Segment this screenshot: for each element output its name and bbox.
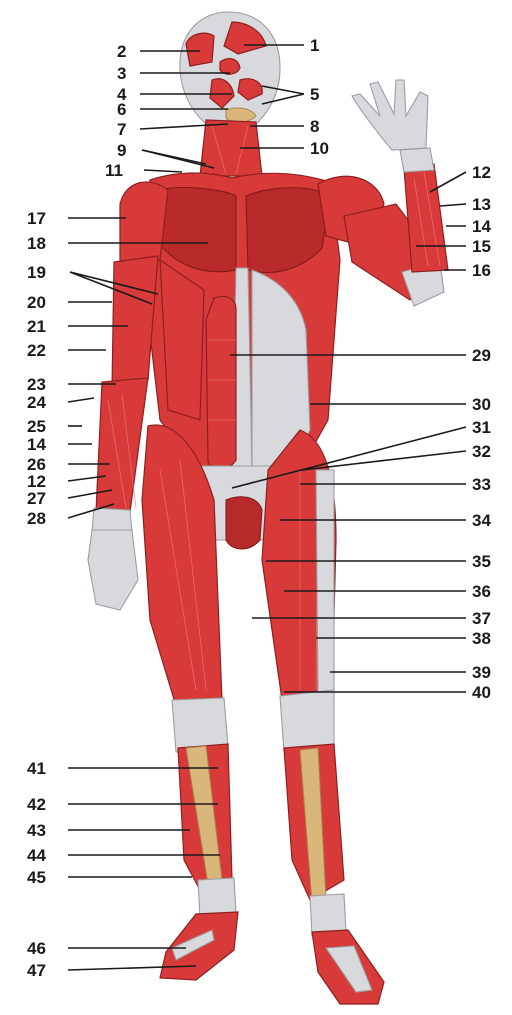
genital-region [226, 497, 262, 549]
orbicularis-oculi [220, 59, 240, 75]
label-15: 15 [472, 237, 491, 256]
label-40: 40 [472, 683, 491, 702]
label-44: 44 [27, 846, 46, 865]
rectus-abdominis [206, 297, 236, 471]
label-27: 27 [27, 489, 46, 508]
hand-left [88, 530, 138, 610]
label-21: 21 [27, 317, 46, 336]
temporalis [186, 33, 214, 66]
label-24: 24 [27, 393, 46, 412]
label-23: 23 [27, 375, 46, 394]
label-14-right: 14 [472, 217, 491, 236]
label-25: 25 [27, 417, 46, 436]
label-41: 41 [27, 759, 46, 778]
label-10: 10 [310, 139, 329, 158]
label-22: 22 [27, 341, 46, 360]
label-47: 47 [27, 961, 46, 980]
label-13: 13 [472, 195, 491, 214]
fascia-lata-right [316, 470, 334, 700]
knee-right [280, 690, 334, 752]
label-16: 16 [472, 261, 491, 280]
label-18: 18 [27, 234, 46, 253]
label-14-left: 14 [27, 435, 46, 454]
deltoid-left [120, 182, 168, 270]
hand-right [352, 80, 428, 150]
label-39: 39 [472, 663, 491, 682]
label-11: 11 [105, 161, 123, 180]
leader-11 [144, 170, 182, 172]
label-36: 36 [472, 582, 491, 601]
label-37: 37 [472, 609, 491, 628]
label-5: 5 [310, 85, 319, 104]
label-3: 3 [117, 64, 126, 83]
label-9: 9 [117, 141, 126, 160]
label-42: 42 [27, 795, 46, 814]
label-33: 33 [472, 475, 491, 494]
label-28: 28 [27, 509, 46, 528]
label-46: 46 [27, 939, 46, 958]
label-29: 29 [472, 346, 491, 365]
wrist-left [92, 508, 132, 532]
label-20: 20 [27, 293, 46, 312]
wrist-right [400, 148, 434, 172]
leader-13 [440, 204, 466, 206]
label-38: 38 [472, 629, 491, 648]
label-8: 8 [310, 117, 319, 136]
label-17: 17 [27, 209, 46, 228]
label-30: 30 [472, 395, 491, 414]
leader-24 [68, 398, 94, 402]
leader-32 [302, 451, 466, 470]
label-34: 34 [472, 511, 491, 530]
label-32: 32 [472, 442, 491, 461]
ankle-right [310, 894, 346, 936]
upper-arm-left [112, 256, 158, 388]
label-6: 6 [117, 100, 126, 119]
label-19: 19 [27, 263, 46, 282]
label-45: 45 [27, 868, 46, 887]
label-12-right: 12 [472, 163, 491, 182]
label-35: 35 [472, 552, 491, 571]
label-7: 7 [117, 120, 126, 139]
label-2: 2 [117, 42, 126, 61]
label-1: 1 [310, 36, 319, 55]
label-43: 43 [27, 821, 46, 840]
knee-left [172, 698, 228, 752]
label-31: 31 [472, 418, 491, 437]
